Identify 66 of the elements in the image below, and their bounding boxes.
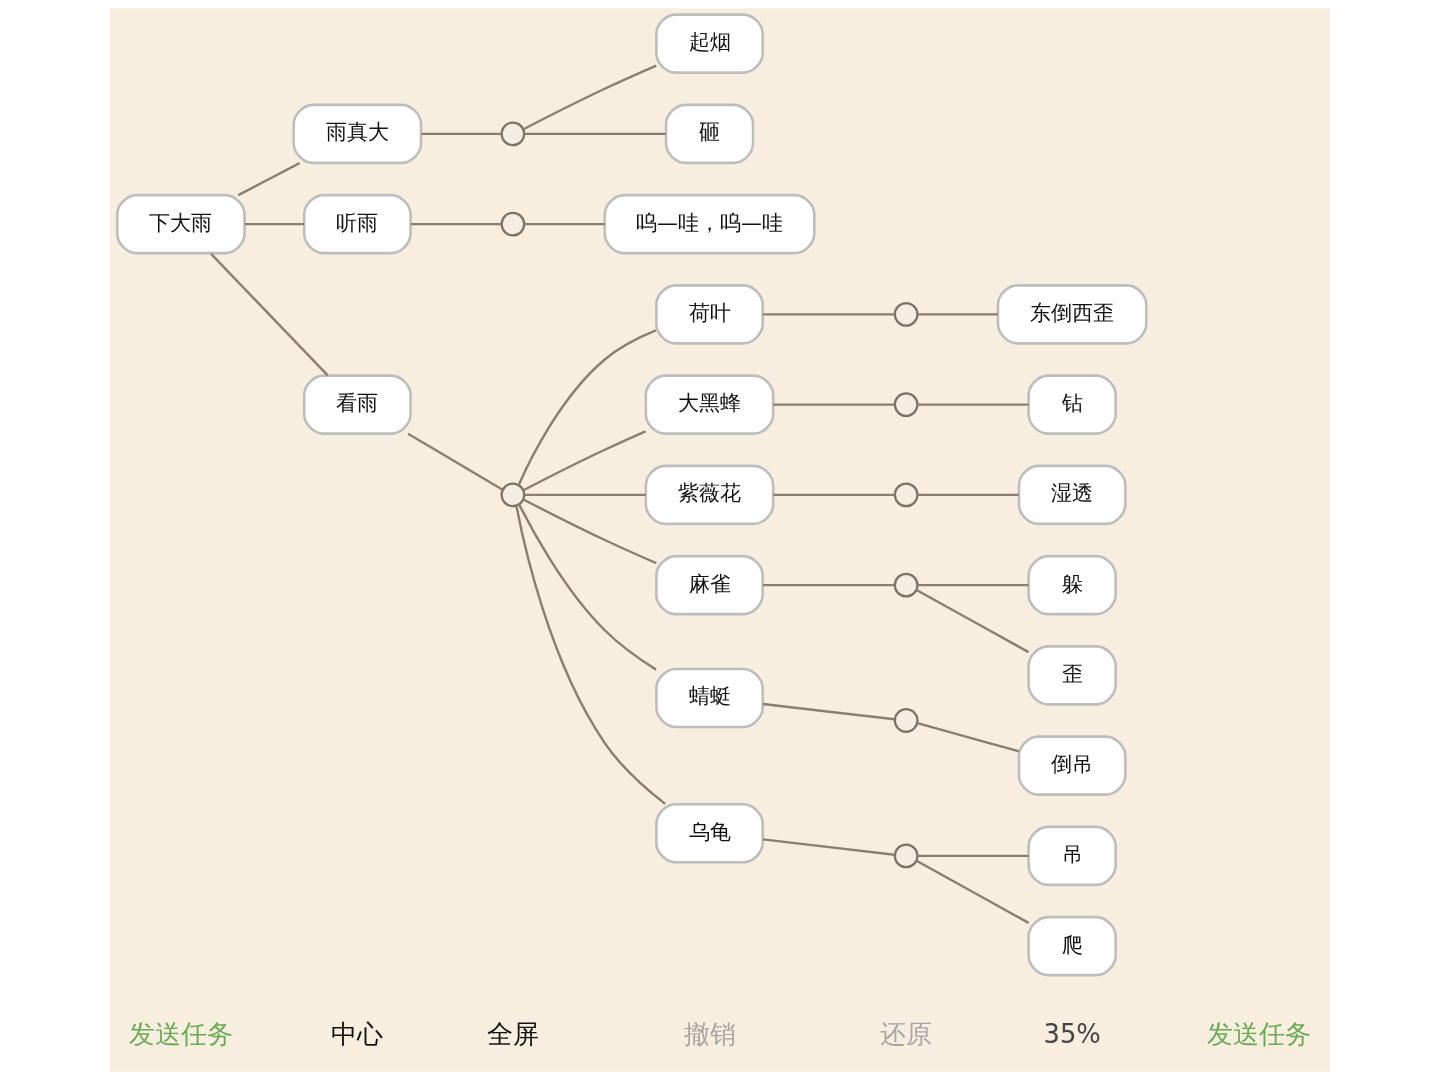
connector: [773, 493, 895, 497]
connector: [917, 854, 1029, 858]
node-box: 呜—哇，呜—哇: [603, 193, 816, 255]
node-circle: [500, 211, 526, 237]
connector: [917, 313, 998, 316]
node-box: 下大雨: [115, 193, 246, 255]
node-box: 倒吊: [1017, 735, 1127, 796]
connector: [210, 253, 329, 377]
connector: [915, 588, 1030, 654]
connector: [917, 722, 1020, 753]
node-box: 紫薇花: [644, 464, 775, 526]
node-box: 东倒西歪: [996, 284, 1148, 345]
node-circle: [500, 121, 526, 147]
connector: [522, 64, 657, 131]
node-circle: [893, 482, 919, 508]
node-box: 听雨: [302, 193, 412, 255]
node-circle: [893, 392, 919, 418]
connector: [917, 583, 1029, 587]
node-box: 乌龟: [655, 803, 764, 864]
label: 还原: [880, 1018, 933, 1049]
label: 撤销: [683, 1018, 736, 1049]
node-box: 麻雀: [655, 554, 764, 616]
node-box: 歪: [1027, 645, 1117, 706]
connector: [917, 493, 1019, 497]
connector: [524, 222, 605, 226]
node-box: 湿透: [1017, 464, 1127, 526]
node-box: 大黑蜂: [644, 374, 775, 435]
node-box: 吊: [1027, 825, 1117, 887]
node-box: 起烟: [655, 13, 764, 74]
connector: [762, 702, 895, 721]
label: 35%: [1043, 1018, 1101, 1049]
connector: [522, 430, 646, 492]
connector: [524, 493, 646, 497]
node-box: 爬: [1027, 915, 1117, 977]
node-circle: [893, 301, 919, 327]
node-box: 钻: [1027, 374, 1117, 435]
node-circle: [893, 708, 919, 733]
connector: [411, 222, 502, 226]
connector: [407, 432, 504, 491]
connector: [421, 132, 502, 136]
connector: [773, 403, 895, 406]
label: 发送任务: [1207, 1018, 1312, 1049]
label: 发送任务: [128, 1018, 233, 1049]
connector: [518, 503, 657, 671]
node-circle: [500, 482, 526, 508]
connector: [517, 329, 657, 486]
label: 全屏: [486, 1018, 539, 1049]
node-box: 躲: [1027, 554, 1117, 616]
node-box: 看雨: [302, 374, 412, 435]
connector: [522, 498, 657, 565]
connector: [915, 859, 1030, 924]
connector: [244, 222, 304, 226]
node-box: 雨真大: [292, 103, 423, 165]
node-box: 荷叶: [655, 284, 764, 345]
connector: [762, 838, 895, 856]
node-box: 蜻蜓: [655, 667, 764, 729]
connector: [762, 583, 895, 587]
connector: [917, 403, 1029, 406]
connector: [762, 313, 895, 316]
connector: [237, 162, 301, 197]
label: 中心: [331, 1018, 384, 1049]
node-circle: [893, 843, 919, 869]
node-circle: [893, 572, 919, 598]
connector: [524, 132, 666, 136]
node-box: 砸: [664, 103, 755, 165]
connector: [515, 505, 666, 805]
